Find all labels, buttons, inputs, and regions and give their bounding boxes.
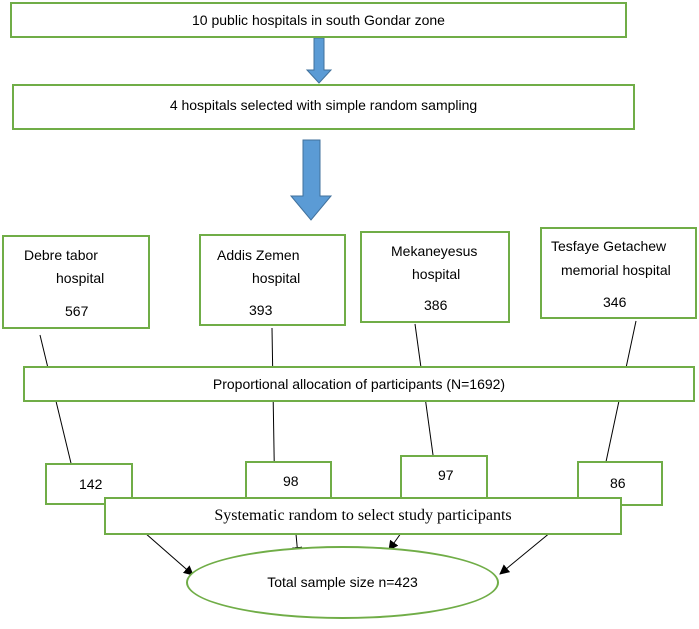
hospital-name-line1: Mekaneyesus (391, 243, 478, 259)
allocation-box-label: Proportional allocation of participants … (212, 376, 506, 392)
sample-box-97: 97 (400, 455, 488, 499)
hospital-name-line2: hospital (412, 266, 461, 282)
hospital-name-line1: Debre tabor (24, 247, 98, 263)
hospital-name-line2: memorial hospital (561, 262, 671, 278)
hospital-box-mekaneyesus: Mekaneyesus hospital 386 (360, 231, 510, 323)
hospital-count: 393 (249, 302, 273, 318)
hospital-name-line2: hospital (252, 270, 301, 286)
top-box: 10 public hospitals in south Gondar zone (10, 2, 627, 38)
sample-count: 98 (283, 473, 299, 489)
down-arrow-2 (289, 139, 333, 221)
total-label: Total sample size n=423 (267, 574, 418, 590)
sample-count: 86 (610, 475, 626, 491)
selection-box-label: 4 hospitals selected with simple random … (169, 97, 478, 113)
sample-count: 142 (79, 476, 103, 492)
down-arrow-1 (305, 37, 333, 84)
allocation-box: Proportional allocation of participants … (23, 366, 695, 402)
arrow-debre-tabor (39, 334, 80, 489)
hospital-count: 567 (65, 303, 89, 319)
hospital-name-line1: Addis Zemen (217, 247, 300, 263)
systematic-box-label: Systematic random to select study partic… (214, 507, 512, 524)
hospital-count: 346 (603, 294, 627, 310)
total-ellipse: Total sample size n=423 (186, 546, 499, 619)
hospital-name-line2: hospital (56, 270, 105, 286)
top-box-label: 10 public hospitals in south Gondar zone (192, 12, 445, 28)
sample-count: 97 (438, 467, 454, 483)
hospital-name-line1: Tesfaye Getachew (551, 238, 667, 254)
hospital-count: 386 (424, 297, 448, 313)
hospital-box-addis-zemen: Addis Zemen hospital 393 (199, 234, 346, 326)
systematic-box: Systematic random to select study partic… (104, 497, 622, 535)
hospital-box-debre-tabor: Debre tabor hospital 567 (2, 235, 150, 329)
selection-box: 4 hospitals selected with simple random … (12, 84, 635, 130)
hospital-box-tesfaye-getachew: Tesfaye Getachew memorial hospital 346 (540, 227, 697, 319)
